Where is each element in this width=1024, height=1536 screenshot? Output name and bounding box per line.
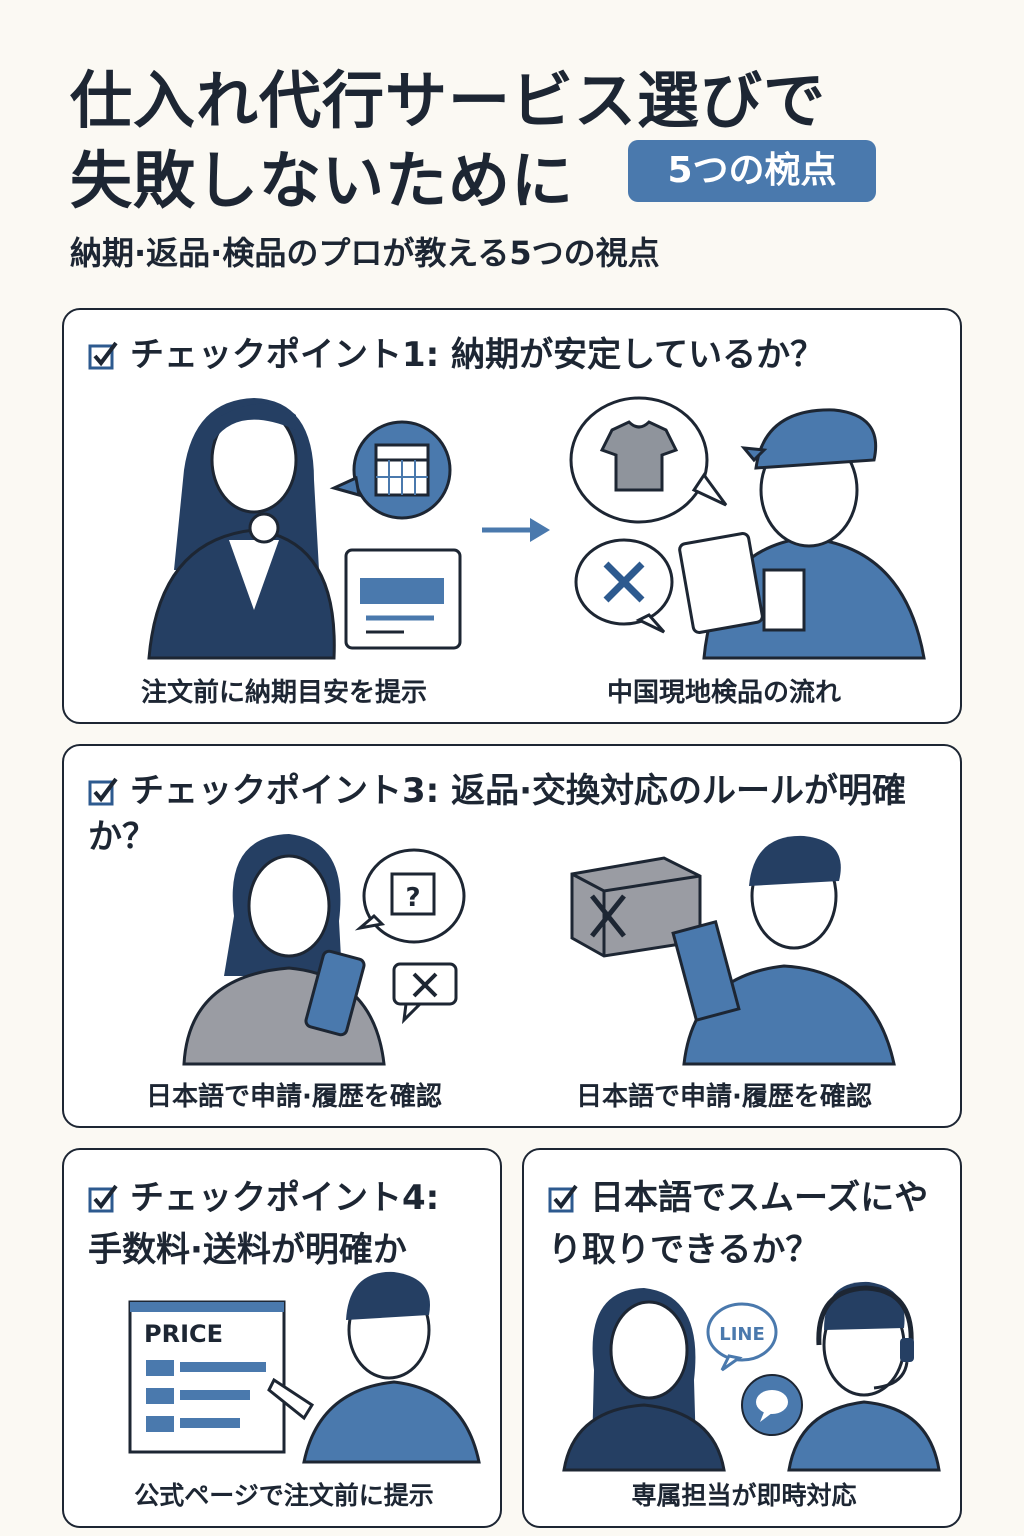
order-document-icon: [344, 548, 462, 650]
tshirt-bubble-icon: [569, 396, 728, 524]
card3-illustration: ?: [182, 834, 896, 1066]
card-japanese-illustration: LINE: [562, 1281, 941, 1472]
caption-delivery-estimate: 注文前に納期目安を提示: [140, 678, 427, 708]
checkpoint-heading-3: チェックポイント3: 返品·交換対応のルールが明確か？: [88, 768, 940, 860]
checkpoint-heading-4: チェックポイント4: 手数料·送料が明確か: [88, 1172, 476, 1276]
arrow-right-icon: [482, 518, 550, 542]
checkpoint-heading-1: チェックポイント1: 納期が安定しているか？: [88, 332, 940, 378]
checkpoint-card-1: チェックポイント1: 納期が安定しているか？: [62, 308, 962, 724]
price-label: PRICE: [144, 1320, 223, 1348]
woman-with-phone-illustration: [182, 834, 386, 1066]
card1-illustration: [147, 396, 926, 660]
card4-illustration: PRICE: [128, 1271, 481, 1464]
woman-profile-illustration: [562, 1288, 726, 1472]
man-pointing-illustration: [267, 1271, 481, 1464]
checkpoint-heading-text: 日本語でスムーズにやり取りできるか？: [548, 1178, 929, 1270]
question-box-bubble-icon: ?: [354, 848, 466, 944]
caption-fee-display: 公式ページで注文前に提示: [134, 1481, 434, 1510]
checkpoint-card-japanese-support: 日本語でスムーズにやり取りできるか？ LINE 専属担当が即時対応: [522, 1148, 962, 1528]
checkpoint-card-3: チェックポイント3: 返品·交換対応のルールが明確か？ ?: [62, 744, 962, 1128]
title-badge: 5つの椀点: [628, 140, 876, 202]
support-agent-headset-illustration: [787, 1281, 941, 1472]
line-chat-bubble-icon: LINE: [706, 1302, 778, 1372]
man-with-phone-illustration: [671, 835, 896, 1066]
svg-text:?: ?: [405, 883, 420, 913]
cross-bubble-icon: [392, 962, 458, 1025]
checkpoint-heading-japanese: 日本語でスムーズにやり取りできるか？: [548, 1172, 936, 1276]
page-subtitle: 納期·返品·検品のプロが教える5つの視点: [70, 234, 660, 272]
line-label: LINE: [719, 1324, 765, 1345]
checkpoint-heading-text: チェックポイント3: 返品·交換対応のルールが明確か？: [88, 771, 907, 857]
page-title-line-1: 仕入れ代行サービス選びで: [70, 64, 827, 137]
worker-with-tablet-illustration: [678, 408, 926, 660]
checkbox-icon: [88, 341, 118, 370]
checkpoint-heading-text: チェックポイント1: 納期が安定しているか？: [130, 335, 825, 375]
checkbox-icon: [88, 1184, 118, 1213]
chat-bubble-icon: [741, 1374, 803, 1436]
checkpoint-card-4: チェックポイント4: 手数料·送料が明確か PRICE 公式ページで注文前に提示: [62, 1148, 502, 1528]
checkpoint-heading-text: チェックポイント4: 手数料·送料が明確か: [88, 1178, 440, 1270]
caption-dedicated-staff: 専属担当が即時対応: [631, 1481, 857, 1510]
damaged-box-icon: [570, 856, 702, 958]
cross-bubble-icon: [574, 538, 674, 634]
checkbox-icon: [88, 777, 118, 806]
price-sheet-icon: PRICE: [128, 1300, 286, 1454]
woman-thinking-illustration: [147, 398, 336, 660]
page-title-line-2: 失敗しないために: [70, 144, 575, 217]
caption-japanese-request-right: 日本語で申請·履歴を確認: [576, 1082, 872, 1112]
caption-inspection-flow: 中国現地検品の流れ: [606, 678, 841, 708]
checkbox-icon: [548, 1184, 578, 1213]
calendar-bubble-icon: [329, 420, 452, 520]
caption-japanese-request-left: 日本語で申請·履歴を確認: [146, 1082, 442, 1112]
